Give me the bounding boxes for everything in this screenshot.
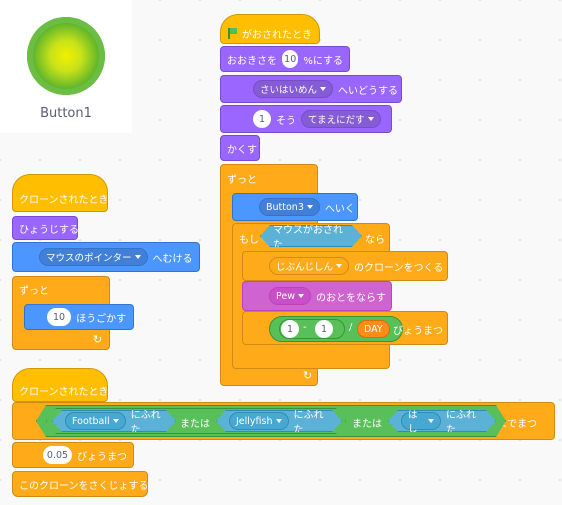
num-b-input[interactable]: 1 — [315, 320, 334, 338]
or-label-2: または — [352, 419, 382, 430]
chevron-down-icon — [113, 419, 119, 423]
hide-label: かくす — [227, 144, 257, 156]
num-a-input[interactable]: 1 — [281, 320, 300, 338]
chevron-down-icon — [298, 294, 305, 298]
size-input[interactable]: 10 — [282, 50, 299, 68]
change-layer-block[interactable]: 1 そう てまえにだす — [220, 105, 392, 133]
hide-block[interactable]: かくす — [220, 135, 260, 161]
layer-word: そう — [276, 115, 297, 127]
play-sound-label: のおとをならす — [316, 292, 386, 304]
point-towards-label: へむける — [152, 253, 193, 265]
touch-football-dropdown[interactable]: Football — [65, 412, 126, 430]
touched-label: にふれた — [130, 410, 161, 436]
mouse-down-condition[interactable]: マウスがおされた — [260, 225, 362, 247]
when-clone-starts-hat[interactable]: クローンされたとき — [12, 174, 109, 212]
sprite-thumbnail — [27, 17, 105, 95]
size-unit-label: %にする — [303, 55, 343, 67]
or-label-1: または — [180, 419, 210, 430]
edge-option: はし — [408, 410, 418, 435]
flag-hat-label: がおされたとき — [242, 29, 312, 41]
glide-to-block[interactable]: Button3 へいく — [232, 193, 358, 221]
play-sound-block[interactable]: Pew のおとをならす — [242, 281, 392, 311]
touched-label-2: にふれた — [293, 410, 324, 436]
pointer-option: マウスのポインター — [46, 253, 132, 264]
glide-label: へいく — [324, 203, 355, 215]
glide-target-dropdown[interactable]: Button3 — [259, 198, 320, 216]
move-label: ほうごかす — [76, 313, 127, 325]
chevron-down-icon — [428, 419, 434, 423]
layer-direction-dropdown[interactable]: てまえにだす — [301, 110, 381, 128]
loop-arrow-icon: ↻ — [303, 369, 313, 382]
sprite-card[interactable]: Button1 — [0, 0, 132, 133]
touching-jellyfish[interactable]: Jellyfish にふれた — [216, 410, 342, 432]
green-flag-icon — [227, 28, 237, 39]
loop-arrow-icon: ↻ — [93, 333, 103, 346]
chevron-down-icon — [367, 117, 374, 121]
chevron-down-icon — [306, 205, 313, 209]
touched-label-3: にふれた — [445, 410, 476, 436]
set-size-block[interactable]: おおきさを 10 %にする — [220, 46, 350, 72]
if-label: もし — [239, 235, 259, 246]
clone-option: じぶんじしん — [276, 262, 334, 273]
minus-label: - — [303, 322, 307, 333]
chevron-down-icon — [134, 255, 141, 259]
hat-label-2: クローンされたとき — [19, 386, 109, 398]
show-block[interactable]: ひょうじする — [12, 216, 79, 240]
layer-steps-input[interactable]: 1 — [253, 110, 272, 128]
touch-jellyfish-dropdown[interactable]: Jellyfish — [229, 412, 289, 430]
touching-edge[interactable]: はし にふれた — [388, 410, 496, 432]
day-option: DAY — [364, 323, 383, 335]
when-flag-clicked-hat[interactable]: がおされたとき — [220, 14, 320, 44]
point-towards-block[interactable]: マウスのポインター へむける — [12, 242, 200, 272]
mouse-down-label: マウスがおされた — [273, 225, 343, 251]
go-to-layer-block[interactable]: さいはいめん へいどうする — [220, 75, 402, 103]
layer-option: さいはいめん — [260, 85, 318, 96]
chevron-down-icon — [336, 264, 343, 268]
divide-label: / — [349, 322, 353, 333]
touching-football[interactable]: Football にふれた — [52, 410, 176, 432]
wait-seconds-block[interactable]: 1 - 1 / DAY びょうまつ — [242, 311, 448, 345]
sprite-name: Button1 — [40, 106, 92, 121]
hat-label: クローンされたとき — [19, 194, 109, 206]
wait-block-2[interactable]: 0.05 びょうまつ — [12, 442, 134, 468]
touch-edge-dropdown[interactable]: はし — [401, 412, 441, 430]
flag-forever-label: ずっと — [227, 175, 257, 186]
layer-direction: てまえにだす — [308, 115, 365, 126]
go-to-layer-label: へいどうする — [338, 85, 399, 97]
chevron-down-icon — [276, 419, 282, 423]
sound-dropdown[interactable]: Pew — [269, 287, 312, 305]
chevron-down-icon — [320, 87, 327, 91]
forever-label: ずっと — [19, 286, 49, 297]
delete-clone-block[interactable]: このクローンをさくじょする — [12, 471, 149, 497]
delete-clone-label: このクローンをさくじょする — [19, 480, 149, 492]
jellyfish-option: Jellyfish — [236, 415, 273, 427]
clone-dropdown[interactable]: じぶんじしん — [269, 257, 350, 275]
until-label: までまつ — [497, 419, 537, 430]
create-clone-label: のクローンをつくる — [354, 262, 444, 274]
sound-option: Pew — [276, 290, 296, 302]
wait-label-2: びょうまつ — [77, 451, 127, 463]
layer-dropdown[interactable]: さいはいめん — [253, 80, 334, 98]
then-label: なら — [365, 235, 385, 246]
set-size-label: おおきさを — [227, 55, 277, 67]
show-label: ひょうじする — [19, 224, 79, 236]
day-dropdown[interactable]: DAY — [357, 320, 390, 338]
wait-value-input[interactable]: 0.05 — [43, 446, 72, 464]
glide-target: Button3 — [266, 201, 304, 213]
football-option: Football — [72, 415, 110, 427]
create-clone-block[interactable]: じぶんじしん のクローンをつくる — [242, 251, 448, 281]
move-steps-block[interactable]: 10 ほうごかす — [24, 304, 134, 330]
pointer-dropdown[interactable]: マウスのポインター — [39, 248, 148, 266]
wait-label: びょうまつ — [393, 326, 443, 337]
when-clone-starts-hat-2[interactable]: クローンされたとき — [12, 368, 109, 402]
steps-input[interactable]: 10 — [47, 308, 72, 326]
